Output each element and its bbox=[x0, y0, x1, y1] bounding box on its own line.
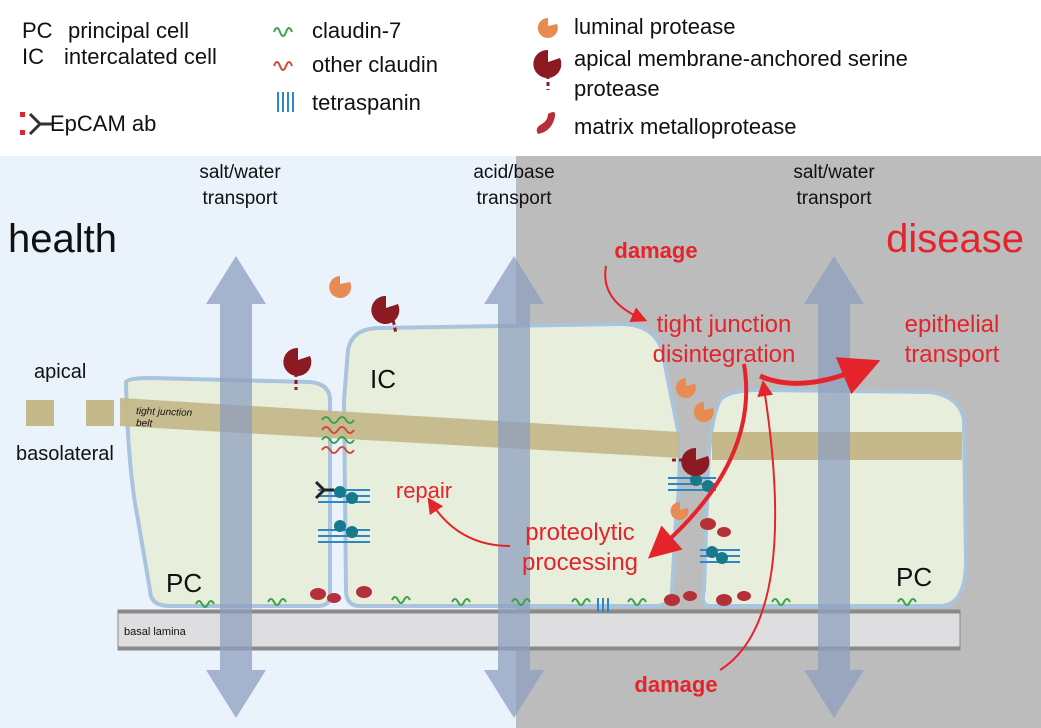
epithelial-label-line2: transport bbox=[905, 341, 1000, 368]
legend-serine-protease-line2: protease bbox=[574, 76, 660, 101]
tight-junction-label-line1: tight junction bbox=[657, 311, 792, 338]
epcam-antibody-bound bbox=[314, 480, 334, 500]
junction-claudins-left bbox=[321, 416, 355, 454]
health-label: health bbox=[8, 217, 117, 261]
transport-arrow-middle bbox=[484, 256, 544, 718]
serine-protease-icon bbox=[533, 49, 562, 90]
transport-right-line2: transport bbox=[797, 188, 873, 209]
legend-pc-code: PC bbox=[22, 18, 53, 43]
apical-label: apical bbox=[34, 361, 86, 383]
serine-proteases bbox=[283, 295, 710, 476]
repair-label: repair bbox=[396, 478, 452, 503]
legend-luminal-protease: luminal protease bbox=[574, 14, 735, 39]
claudin7-icon bbox=[273, 27, 293, 37]
proteolytic-label-line1: proteolytic bbox=[525, 519, 634, 546]
epithelial-label-line1: epithelial bbox=[905, 311, 1000, 338]
basolateral-label: basolateral bbox=[16, 443, 114, 465]
legend-metalloprotease: matrix metalloprotease bbox=[574, 114, 797, 139]
legend-ic-meaning: intercalated cell bbox=[64, 44, 217, 69]
pc-right-label: PC bbox=[896, 562, 932, 592]
transport-arrow-left bbox=[206, 256, 266, 718]
proteolytic-label-line2: processing bbox=[522, 549, 638, 576]
process-arrows bbox=[427, 265, 881, 671]
transport-left-line2: transport bbox=[203, 188, 279, 209]
damage-bottom-label: damage bbox=[634, 672, 717, 697]
arrow-damage-to-tj bbox=[604, 265, 648, 323]
tight-junction-belt-label-line2: belt bbox=[136, 418, 154, 430]
epcam-molecules-left bbox=[334, 486, 358, 538]
legend-ic-code: IC bbox=[22, 44, 44, 69]
basal-tetraspanin bbox=[597, 598, 609, 612]
arrow-damage-up bbox=[719, 380, 777, 671]
metalloprotease-icon bbox=[536, 112, 556, 134]
arrow-to-epithelial bbox=[758, 357, 881, 395]
matrix-metalloproteases bbox=[310, 518, 751, 606]
transport-middle-line1: acid/base bbox=[473, 162, 554, 183]
transport-left-line1: salt/water bbox=[199, 162, 281, 183]
tight-junction-belt-label-line1: tight junction bbox=[136, 406, 193, 419]
legend-tetraspanin: tetraspanin bbox=[312, 90, 421, 115]
damage-top-label: damage bbox=[614, 238, 697, 263]
legend-antibody: EpCAM ab bbox=[50, 111, 156, 136]
tetraspanin-icon bbox=[277, 92, 294, 112]
arrow-tj-to-processing bbox=[647, 363, 749, 559]
legend-pc-meaning: principal cell bbox=[68, 18, 189, 43]
antibody-icon bbox=[20, 112, 52, 136]
disease-label: disease bbox=[886, 217, 1024, 261]
legend-other-claudin: other claudin bbox=[312, 52, 438, 77]
tight-junction-belt bbox=[120, 398, 680, 458]
transport-middle-line2: transport bbox=[477, 188, 553, 209]
other-claudin-icon bbox=[273, 61, 293, 71]
pc-left-label: PC bbox=[166, 568, 202, 598]
basal-claudins bbox=[195, 596, 917, 608]
transport-right-line1: salt/water bbox=[793, 162, 875, 183]
belt-fragment-2 bbox=[86, 400, 114, 426]
belt-fragment-1 bbox=[26, 400, 54, 426]
luminal-proteases bbox=[329, 276, 714, 520]
legend-claudin7: claudin-7 bbox=[312, 18, 401, 43]
arrow-repair bbox=[427, 497, 511, 547]
junction-proteins-right bbox=[668, 474, 740, 564]
tight-junction-label-line2: disintegration bbox=[653, 341, 796, 368]
basal-lamina-label: basal lamina bbox=[124, 626, 187, 638]
ic-label: IC bbox=[370, 364, 396, 394]
legend-serine-protease-line1: apical membrane-anchored serine bbox=[574, 46, 908, 71]
luminal-protease-icon bbox=[537, 17, 558, 38]
